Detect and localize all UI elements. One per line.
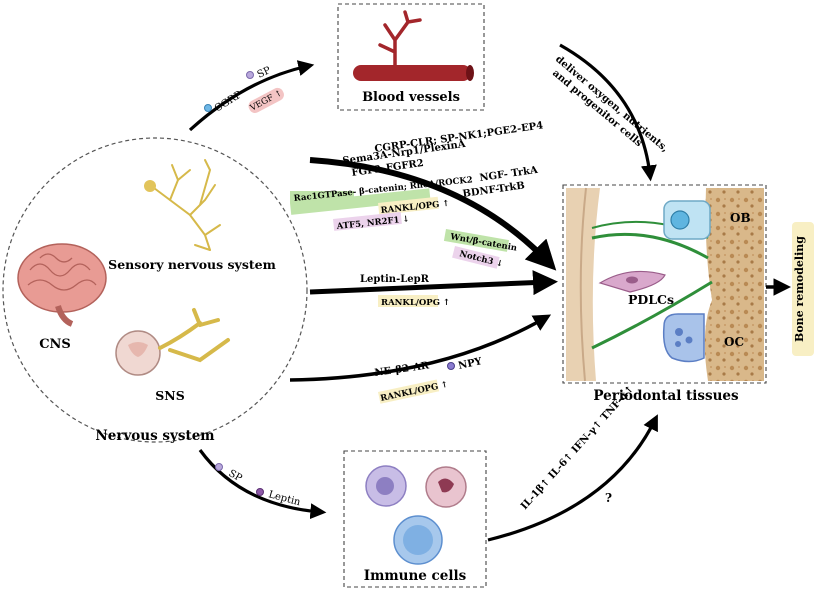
question-label: ? — [605, 491, 612, 505]
arrow-deliver — [559, 43, 657, 182]
sensory-line-4: NGF- TrkA — [479, 165, 539, 184]
arrow-immune-to-periodontal — [487, 414, 658, 542]
bone-remodeling-label: Bone remodeling — [793, 236, 806, 342]
ne-label: NE-β2-AR — [374, 360, 431, 379]
bone-remodeling-box — [792, 222, 814, 356]
arrow-to-immune-cells — [198, 449, 327, 520]
sensory-nervous-system-label: Sensory nervous system — [108, 257, 276, 272]
notch-label: Notch3 ↓ — [458, 249, 504, 270]
immune-cells-box — [343, 450, 487, 588]
ob-label: OB — [730, 211, 751, 225]
spinal-cord-icon — [115, 308, 230, 376]
periodontal-box — [562, 184, 767, 384]
pdlcs-label: PDLCs — [628, 292, 674, 307]
alveolar-bone — [704, 188, 764, 381]
cgrp-marker-label: CGRP — [213, 89, 244, 114]
sns-label: SNS — [155, 388, 184, 403]
sp-marker-label: SP — [256, 65, 273, 81]
sensory-soma — [144, 180, 156, 192]
arrow-ne-pathway — [289, 314, 552, 382]
rankl-label-3: RANKL/OPG ↑ — [380, 380, 450, 404]
arrow-leptin-lepr — [309, 270, 558, 296]
tooth-root — [566, 188, 600, 381]
leptin-lepr-label: Leptin-LepR — [360, 274, 430, 285]
blood-vessels-box — [337, 3, 485, 111]
blood-vessels-group: Blood vessels — [337, 3, 485, 111]
rankl-label-2: RANKL/OPG ↑ — [381, 298, 450, 308]
oc-label: OC — [724, 335, 744, 349]
cytokines-label: IL-1β↑ IL-6↑ IFN-γ↑ TNF-α↑ — [519, 384, 636, 512]
npy-label: NPY — [457, 356, 483, 372]
deliver-line-2: and progenitor cells — [550, 68, 644, 149]
sensory-neuron-icon — [149, 159, 221, 251]
immune-cells-title: Immune cells — [364, 568, 467, 584]
nervous-system-circle — [2, 137, 308, 443]
nervous-system-title: Nervous system — [95, 428, 214, 444]
arrow-to-blood-vessels — [188, 60, 315, 132]
sp-immune-label: SP — [227, 468, 244, 484]
arrow-sensory-pathway — [309, 157, 557, 271]
nervous-system-group: Sensory nervous system CNS SNS Nervous s… — [2, 137, 308, 444]
immune-cells-group: Immune cells — [343, 450, 487, 588]
deliver-line-1: deliver oxygen, nutrients, — [553, 54, 670, 155]
periodontal-title: Periodontal tissues — [593, 388, 739, 404]
brain-icon — [17, 243, 107, 327]
blood-vessel-icon — [353, 10, 474, 81]
cns-label: CNS — [39, 337, 71, 352]
blood-vessels-title: Blood vessels — [362, 90, 460, 105]
periodontal-group: OB PDLCs OC Periodontal tissues — [562, 184, 767, 404]
osteoclast-icon — [662, 313, 705, 363]
